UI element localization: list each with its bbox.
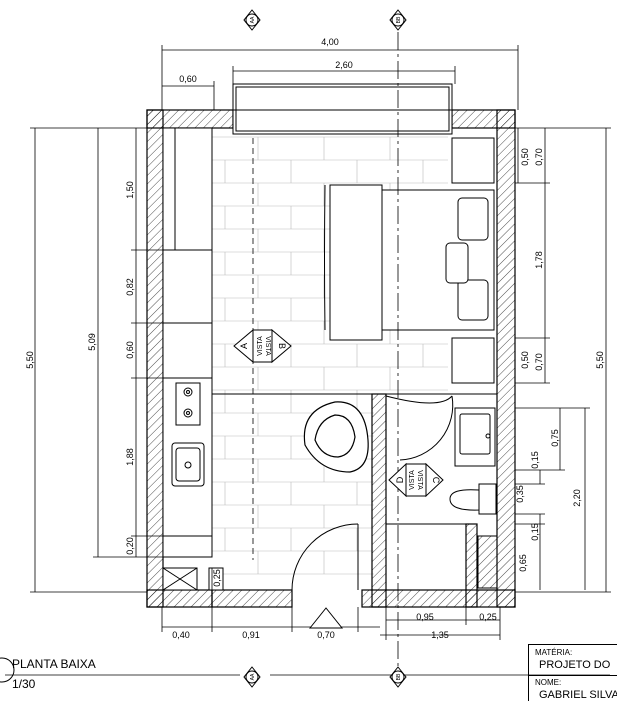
bed (324, 184, 495, 341)
dim-bottom-1: 0,40 (172, 630, 190, 640)
dim-bottom-4: 0,95 (416, 612, 434, 622)
vista-c-letter: C (431, 477, 441, 484)
title-block: MATÉRIA: PROJETO DO NOME: GABRIEL SILVA (528, 644, 617, 701)
dim-top-left: 0,60 (179, 74, 197, 84)
dim-bath-total: 2,20 (572, 489, 582, 507)
section-label-aa-top: AA (250, 16, 256, 23)
dim-bottom-2: 0,91 (242, 630, 260, 640)
doors (291, 395, 454, 591)
vista-marker-cd (388, 462, 444, 498)
sink (171, 442, 205, 487)
armchair (303, 401, 369, 473)
section-marker-bb (389, 9, 407, 688)
dim-bath-3: 0,35 (515, 485, 525, 503)
materia-label: MATÉRIA: (535, 648, 573, 657)
section-marker-aa (243, 9, 261, 688)
vista-c-word: VISTA (416, 470, 423, 490)
dim-left-inner: 5,09 (87, 333, 97, 351)
sheet-scale: 1/30 (12, 677, 36, 691)
section-label-aa-bottom: AA (250, 673, 256, 680)
nome-label: NOME: (535, 678, 562, 687)
dim-bottom-3: 0,70 (317, 630, 335, 640)
dim-left-1: 1,50 (125, 181, 135, 199)
vista-marker-ab (233, 328, 292, 364)
dimension-lines (30, 45, 611, 640)
vista-a-letter: A (239, 343, 249, 349)
dim-top-window: 2,60 (335, 60, 353, 70)
materia-value: PROJETO DO (539, 659, 611, 671)
vista-b-word: VISTA (264, 336, 271, 356)
dim-right-b: 0,70 (534, 148, 544, 166)
nightstands (451, 137, 495, 384)
dim-right-e: 0,70 (534, 353, 544, 371)
dim-left-4: 1,88 (125, 448, 135, 466)
vista-a-word: VISTA (257, 336, 264, 356)
dim-left-3: 0,60 (125, 341, 135, 359)
bathroom-fixtures (162, 407, 498, 591)
dim-bath-2: 0,15 (530, 451, 540, 469)
vista-b-letter: B (277, 343, 287, 349)
title-bubble-icon (0, 657, 15, 683)
sheet-title: PLANTA BAIXA (12, 657, 96, 671)
dim-left-total: 5,50 (25, 351, 35, 369)
vista-d-word: VISTA (409, 470, 416, 490)
window (232, 83, 453, 135)
section-label-bb-top: BB (396, 16, 402, 23)
dim-left-5: 0,20 (125, 537, 135, 555)
entrance-arrow-icon (308, 607, 344, 629)
dim-bath-5: 0,65 (518, 554, 528, 572)
dim-bath-1: 0,75 (550, 429, 560, 447)
dim-left-2: 0,82 (125, 278, 135, 296)
dim-right-a: 0,50 (520, 148, 530, 166)
cooktop (175, 382, 201, 426)
dim-bath-4: 0,15 (530, 523, 540, 541)
dim-top-total: 4,00 (321, 37, 339, 47)
dim-right-c: 1,78 (534, 251, 544, 269)
dim-bottom-6: 1,35 (431, 630, 449, 640)
nome-value: GABRIEL SILVA (539, 689, 617, 701)
vista-d-letter: D (395, 476, 405, 483)
kitchen-counter (162, 127, 213, 558)
dim-bottom-5: 0,25 (479, 612, 497, 622)
dim-small-025: 0,25 (212, 569, 222, 587)
dim-right-total: 5,50 (595, 351, 605, 369)
title-block-divider (529, 675, 617, 676)
section-label-bb-bottom: BB (396, 673, 402, 680)
dim-right-d: 0,50 (520, 351, 530, 369)
